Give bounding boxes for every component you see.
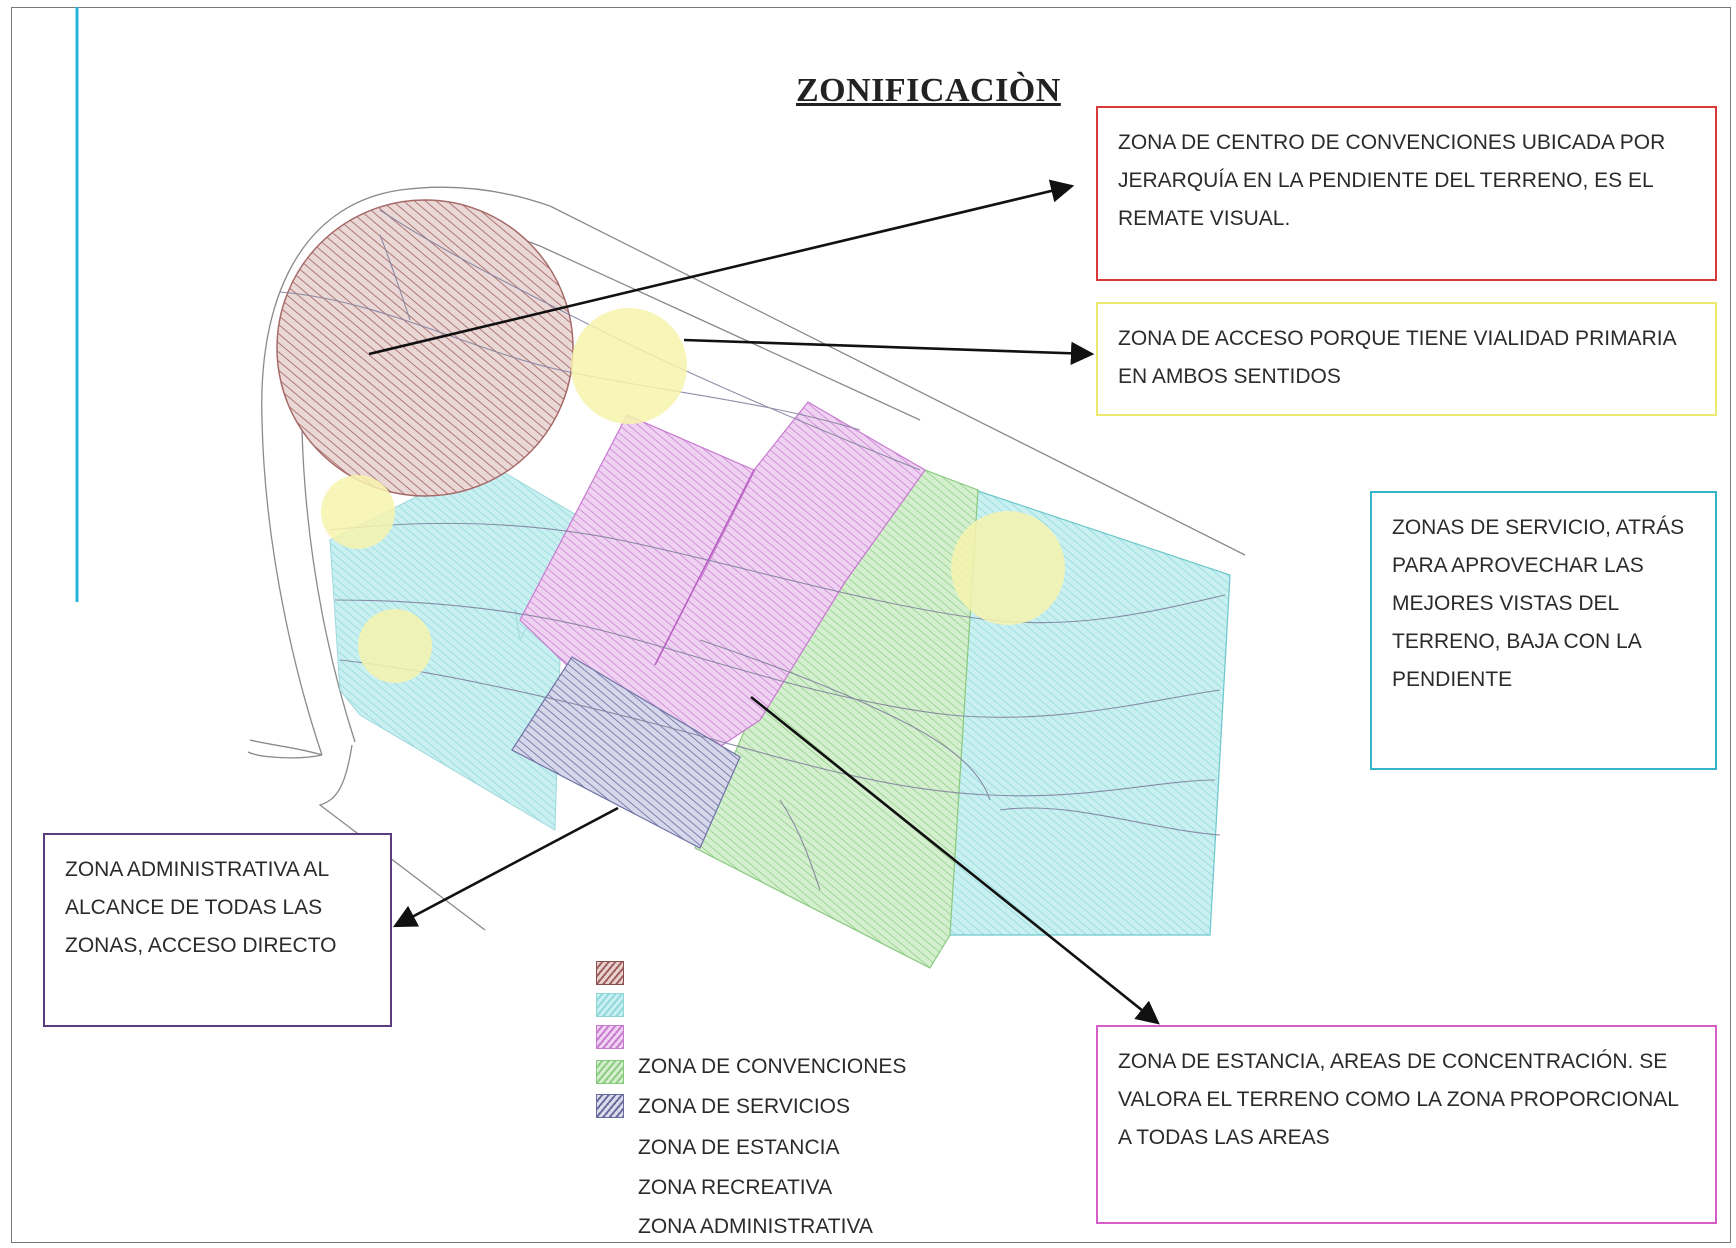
legend-label-administrativa: ZONA ADMINISTRATIVA	[638, 1215, 873, 1238]
zone-administrativa	[511, 656, 741, 849]
zone-acceso	[321, 308, 1065, 683]
legend-label-estancia: ZONA DE ESTANCIA	[638, 1136, 840, 1159]
legend-label-convenciones: ZONA DE CONVENCIONES	[638, 1055, 907, 1078]
zone-convenciones	[276, 199, 574, 497]
note-acceso: ZONA DE ACCESO PORQUE TIENE VIALIDAD PRI…	[1096, 302, 1717, 416]
arrow-estancia	[750, 695, 1160, 1025]
note-administrativa: ZONA ADMINISTRATIVA AL ALCANCE DE TODAS …	[43, 833, 392, 1027]
arrow-acceso	[683, 338, 1095, 365]
callout-arrows	[368, 179, 1160, 1025]
drawing-sheet	[11, 7, 1731, 1243]
legend-swatch-administrativa	[596, 1094, 624, 1118]
arrow-administrativa	[392, 806, 619, 928]
legend-swatch-servicios	[596, 993, 624, 1017]
note-convenciones: ZONA DE CENTRO DE CONVENCIONES UBICADA P…	[1096, 106, 1717, 281]
legend-swatch-convenciones	[596, 961, 624, 985]
arrow-convenciones	[368, 179, 1075, 356]
legend-swatch-estancia	[596, 1025, 624, 1049]
legend-label-recreativa: ZONA RECREATIVA	[638, 1176, 833, 1199]
legend-swatch-recreativa	[596, 1060, 624, 1084]
contour-lines	[279, 209, 1226, 891]
legend-label-servicios: ZONA DE SERVICIOS	[638, 1095, 850, 1118]
page-title: ZONIFICACIÒN	[796, 72, 1061, 109]
note-estancia: ZONA DE ESTANCIA, AREAS DE CONCENTRACIÓN…	[1096, 1025, 1717, 1224]
note-servicio: ZONAS DE SERVICIO, ATRÁS PARA APROVECHAR…	[1370, 491, 1717, 770]
